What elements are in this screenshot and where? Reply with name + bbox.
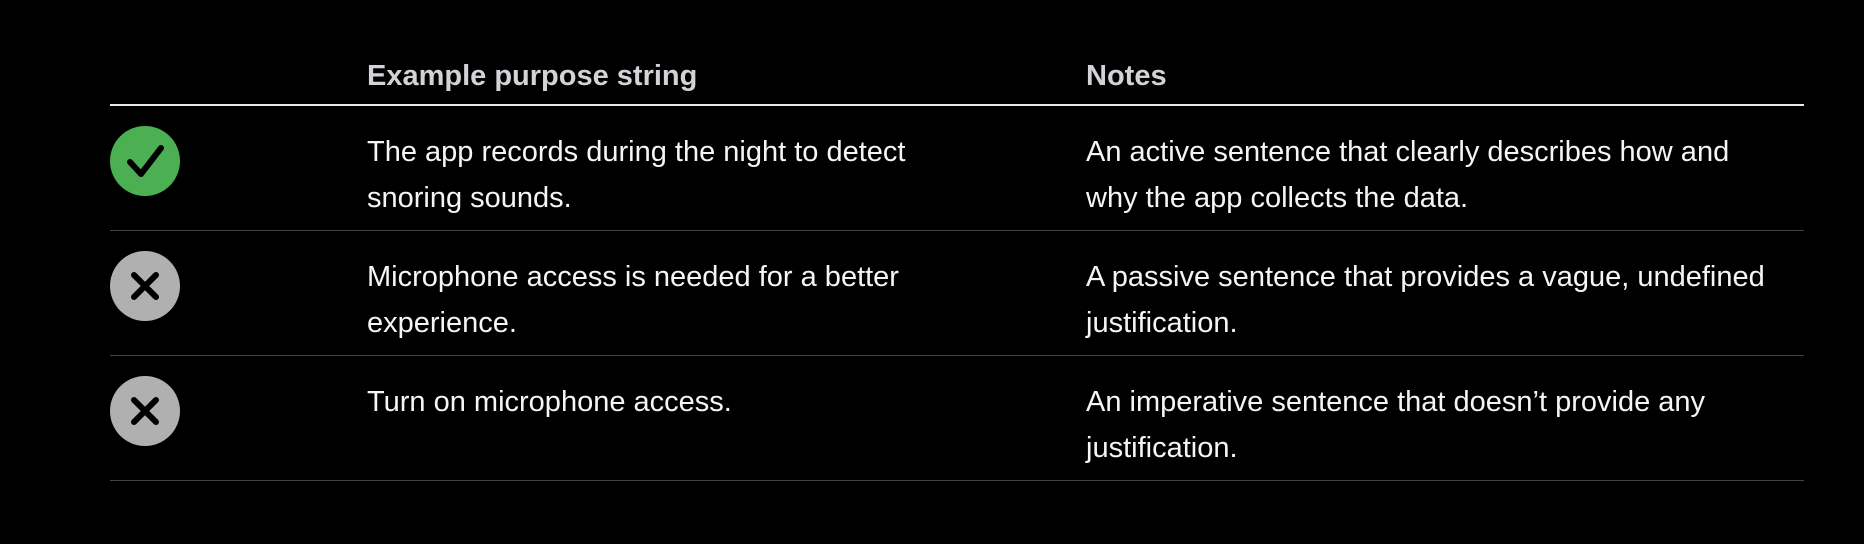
notes-text: A passive sentence that provides a vague… — [1086, 261, 1765, 339]
x-mark-icon — [110, 251, 180, 321]
table-row: The app records during the night to dete… — [110, 106, 1804, 231]
checkmark-icon — [110, 126, 180, 196]
table-header-row: Example purpose string Notes — [110, 44, 1804, 106]
example-text: Turn on microphone access. — [367, 386, 732, 418]
header-example-purpose-string: Example purpose string — [367, 60, 698, 92]
notes-text: An imperative sentence that doesn’t prov… — [1086, 386, 1706, 464]
purpose-string-table: Example purpose string Notes The app rec… — [110, 44, 1804, 481]
table-row: Microphone access is needed for a better… — [110, 231, 1804, 356]
example-text: The app records during the night to dete… — [367, 136, 906, 214]
header-notes: Notes — [1086, 60, 1167, 92]
example-text: Microphone access is needed for a better… — [367, 261, 899, 339]
notes-text: An active sentence that clearly describe… — [1086, 136, 1730, 214]
table-row: Turn on microphone access. An imperative… — [110, 356, 1804, 481]
x-mark-icon — [110, 376, 180, 446]
